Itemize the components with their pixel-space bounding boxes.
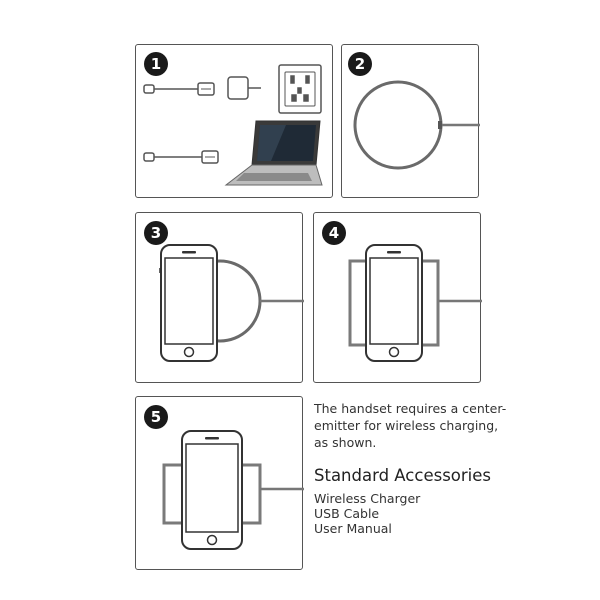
- step-5-badge: 5: [144, 405, 168, 429]
- step-2-panel: 2: [341, 44, 480, 198]
- step-2-badge: 2: [348, 52, 372, 76]
- accessory-item: USB Cable: [314, 506, 380, 521]
- step-1-panel: 1: [135, 44, 333, 198]
- step-5-panel: 5: [135, 396, 304, 570]
- smartphone-icon: [159, 244, 218, 362]
- step-3-illustration: [159, 244, 304, 362]
- note-line: The handset requires a center-: [314, 401, 507, 416]
- usb-cable-icon: [143, 150, 219, 164]
- note-line: as shown.: [314, 435, 377, 450]
- smartphone-icon: [181, 430, 243, 550]
- power-adapter-icon: [227, 76, 261, 100]
- step-3-badge: 3: [144, 221, 168, 245]
- instruction-note: The handset requires a center- emitter f…: [314, 400, 507, 451]
- note-line: emitter for wireless charging,: [314, 418, 499, 433]
- step-4-panel: 4: [313, 212, 482, 383]
- accessory-item: User Manual: [314, 521, 392, 536]
- step-3-panel: 3: [135, 212, 304, 383]
- wall-socket-icon: [278, 64, 322, 114]
- accessories-list: Wireless Charger USB Cable User Manual: [314, 491, 420, 536]
- step-5-illustration: [162, 430, 304, 550]
- laptop-icon: [224, 120, 323, 186]
- step-1-illustration: [143, 64, 323, 186]
- usb-cable-icon: [143, 82, 215, 96]
- step-2-illustration: [353, 80, 480, 170]
- wireless-charger-icon: [353, 80, 480, 170]
- accessory-item: Wireless Charger: [314, 491, 421, 506]
- step-4-illustration: [348, 244, 482, 362]
- step-4-badge: 4: [322, 221, 346, 245]
- smartphone-icon: [365, 244, 423, 362]
- accessories-title: Standard Accessories: [314, 466, 492, 485]
- step-1-badge: 1: [144, 52, 168, 76]
